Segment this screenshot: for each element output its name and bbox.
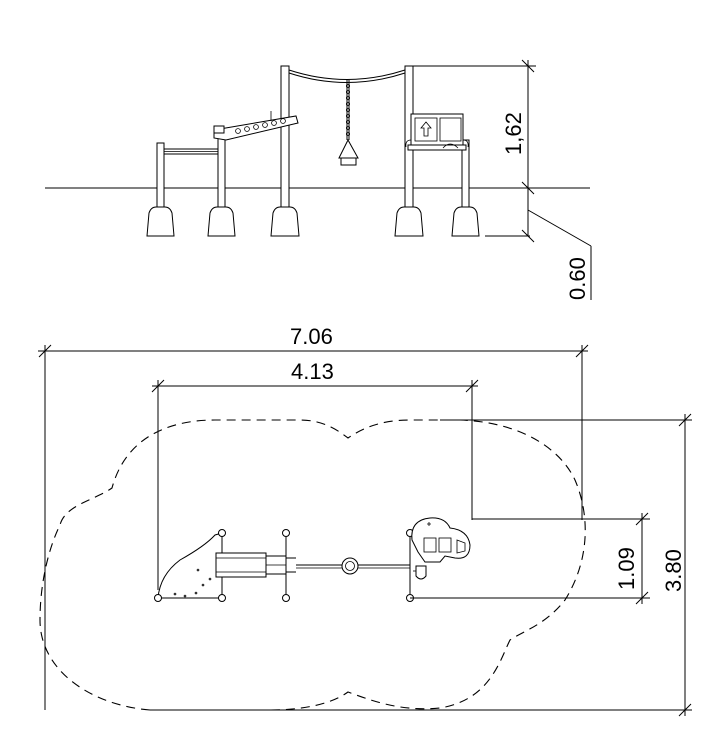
plan-play-panel: [411, 517, 471, 580]
climbing-panel: [213, 111, 299, 141]
dimension-equipment-width: [410, 512, 650, 605]
depth-leader: [527, 209, 592, 247]
plan-swing-seat: [341, 557, 359, 575]
height-label: 1,62: [501, 112, 526, 155]
foundation-block: [270, 206, 300, 237]
post: [280, 65, 290, 209]
plan-swing-inner: [345, 561, 355, 571]
foundation-block: [394, 206, 424, 237]
post: [156, 142, 165, 209]
play-panel: [405, 113, 469, 151]
overall-width-label: 3.80: [661, 549, 686, 592]
equipment-length-label: 4.13: [291, 359, 334, 384]
depth-label: 0.60: [565, 257, 590, 300]
dimension-height: [413, 59, 536, 243]
dimension-overall-width: [150, 413, 692, 717]
foundation-block: [451, 206, 480, 237]
dimension-equipment-length: [151, 379, 479, 590]
nest-swing: [338, 80, 359, 166]
foundation-block: [207, 206, 236, 237]
foundations: [146, 206, 480, 237]
slide-unit: [157, 532, 296, 599]
elevation-view: 1,62 0.60: [45, 59, 592, 300]
posts: [156, 65, 470, 209]
equipment-width-label: 1.09: [614, 547, 639, 590]
overall-length-label: 7.06: [290, 324, 333, 349]
top-rope-upper: [288, 69, 406, 80]
plan-view: 7.06 4.13 1.09 3.80: [38, 324, 692, 717]
foundation-block: [146, 206, 175, 237]
plan-posts: [154, 529, 414, 602]
post: [217, 132, 226, 209]
dimension-overall-length: [38, 344, 589, 710]
